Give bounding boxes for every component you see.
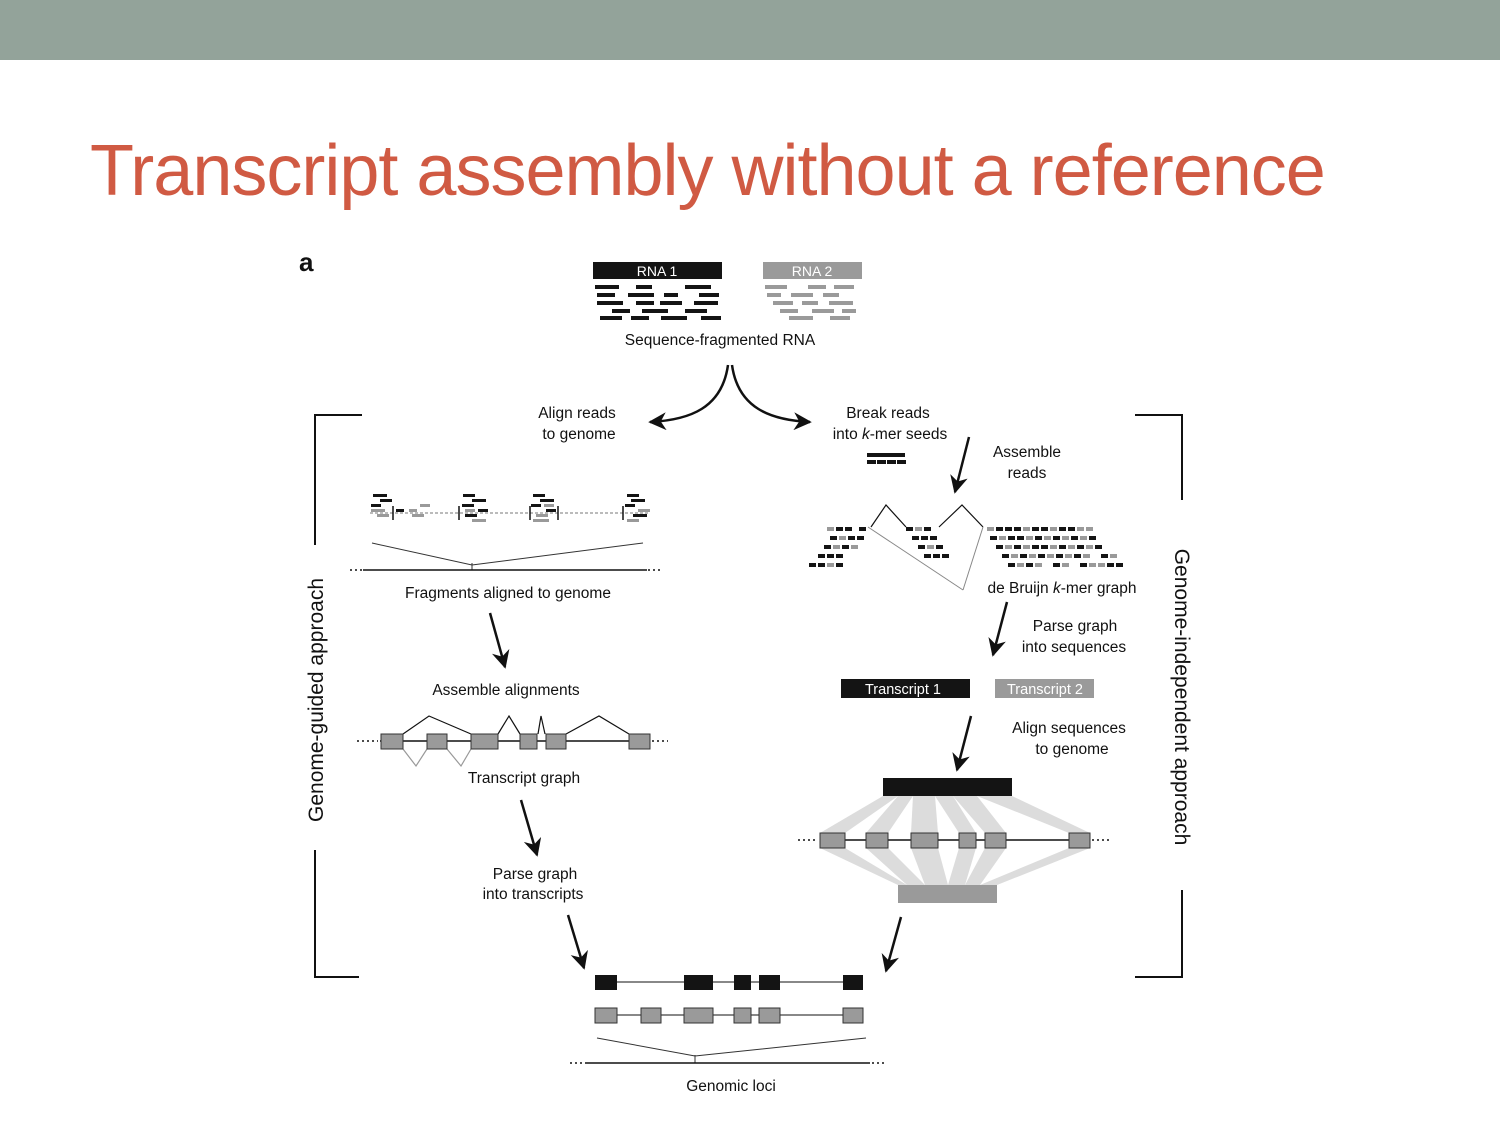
right-approach-label: Genome-independent approach bbox=[1170, 549, 1193, 846]
rna2-bar bbox=[763, 262, 862, 279]
assemble-reads-label-1: Assemble bbox=[993, 444, 1061, 461]
debruijn-graph bbox=[809, 504, 1123, 591]
debruijn-label-k: k bbox=[1053, 580, 1062, 597]
assemble-alignments-label: Assemble alignments bbox=[432, 682, 580, 699]
align-reads-label-2: to genome bbox=[542, 426, 615, 443]
debruijn-label-a: de Bruijn bbox=[987, 580, 1052, 597]
debruijn-label: de Bruijn k-mer graph bbox=[987, 580, 1136, 597]
rna1-fragments bbox=[595, 285, 721, 320]
transcript1-label: Transcript 1 bbox=[865, 682, 941, 698]
transcript2-bar bbox=[995, 679, 1094, 698]
slide-title: Transcript assembly without a reference bbox=[90, 131, 1326, 211]
kmer-seeds bbox=[867, 453, 906, 464]
break-reads-seeds: -mer seeds bbox=[870, 426, 948, 443]
rna2-label: RNA 2 bbox=[792, 263, 833, 279]
left-approach-label: Genome-guided approach bbox=[305, 578, 328, 822]
transcript-graph bbox=[357, 714, 668, 768]
fork-arrow-right bbox=[730, 364, 812, 431]
transcript1-bar bbox=[841, 679, 970, 698]
parse-graph-seq-label-1: Parse graph bbox=[1033, 618, 1117, 635]
header-bar bbox=[0, 0, 1500, 60]
align-sequences-label-1: Align sequences bbox=[1012, 720, 1126, 737]
right-bracket bbox=[1135, 414, 1183, 978]
final-transcripts bbox=[570, 975, 885, 1064]
debruijn-label-b: -mer graph bbox=[1061, 580, 1137, 597]
rna1-label: RNA 1 bbox=[637, 263, 678, 279]
fragments-aligned-label: Fragments aligned to genome bbox=[405, 585, 611, 602]
parse-graph-tx-label-1: Parse graph bbox=[493, 866, 577, 883]
sequence-fragmented-label: Sequence-fragmented RNA bbox=[625, 332, 816, 349]
sequence-alignment bbox=[798, 778, 1110, 903]
right-arrow-3 bbox=[881, 916, 903, 973]
assemble-reads-label-2: reads bbox=[1008, 465, 1047, 482]
break-reads-k: k bbox=[862, 426, 871, 443]
aligned-fragments-track bbox=[350, 494, 662, 571]
break-reads-into: into bbox=[833, 426, 862, 443]
left-arrow-2 bbox=[519, 799, 542, 857]
rna2-fragments bbox=[765, 285, 856, 320]
panel-label: a bbox=[299, 247, 314, 277]
align-reads-label-1: Align reads bbox=[538, 405, 616, 422]
left-arrow-1 bbox=[488, 612, 510, 669]
align-sequences-label-2: to genome bbox=[1035, 741, 1108, 758]
fork-arrow-left bbox=[648, 364, 730, 431]
genomic-loci-label: Genomic loci bbox=[686, 1078, 776, 1095]
left-arrow-3 bbox=[566, 914, 588, 970]
rna1-bar bbox=[593, 262, 722, 279]
right-arrow-align bbox=[952, 715, 973, 772]
transcript-graph-label: Transcript graph bbox=[468, 770, 580, 787]
transcript2-label: Transcript 2 bbox=[1007, 682, 1083, 698]
parse-graph-tx-label-2: into transcripts bbox=[483, 886, 584, 903]
assemble-reads-arrow bbox=[950, 436, 971, 494]
parse-graph-seq-label-2: into sequences bbox=[1022, 639, 1127, 656]
right-arrow-parse bbox=[988, 601, 1009, 657]
break-reads-label-2: into k-mer seeds bbox=[833, 426, 948, 443]
left-bracket bbox=[314, 414, 362, 978]
break-reads-label-1: Break reads bbox=[846, 405, 930, 422]
